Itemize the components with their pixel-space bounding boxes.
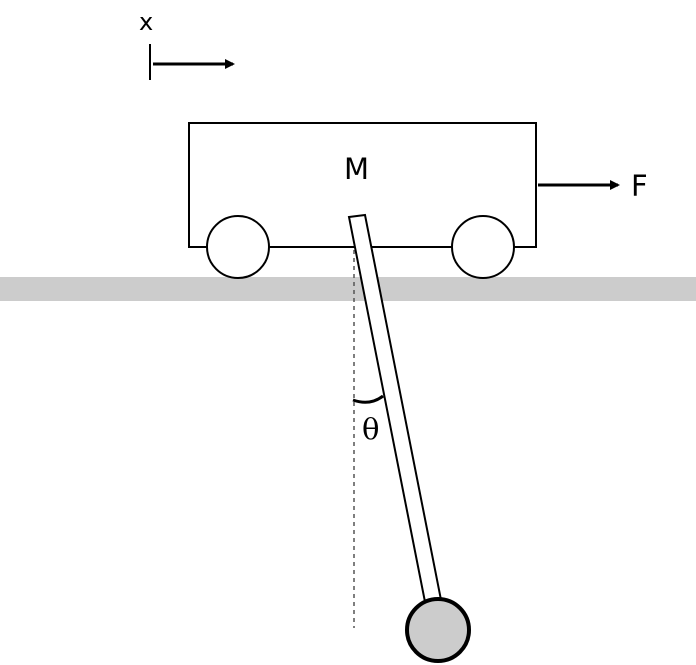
wheel-right	[451, 215, 515, 279]
ground	[0, 277, 696, 301]
wheel-left	[206, 215, 270, 279]
mass-label: M	[344, 152, 369, 186]
angle-label: θ	[362, 412, 379, 446]
x-label: x	[139, 8, 153, 36]
pendulum-bob	[405, 597, 471, 663]
angle-arc	[352, 394, 384, 404]
force-label: F	[631, 169, 648, 203]
